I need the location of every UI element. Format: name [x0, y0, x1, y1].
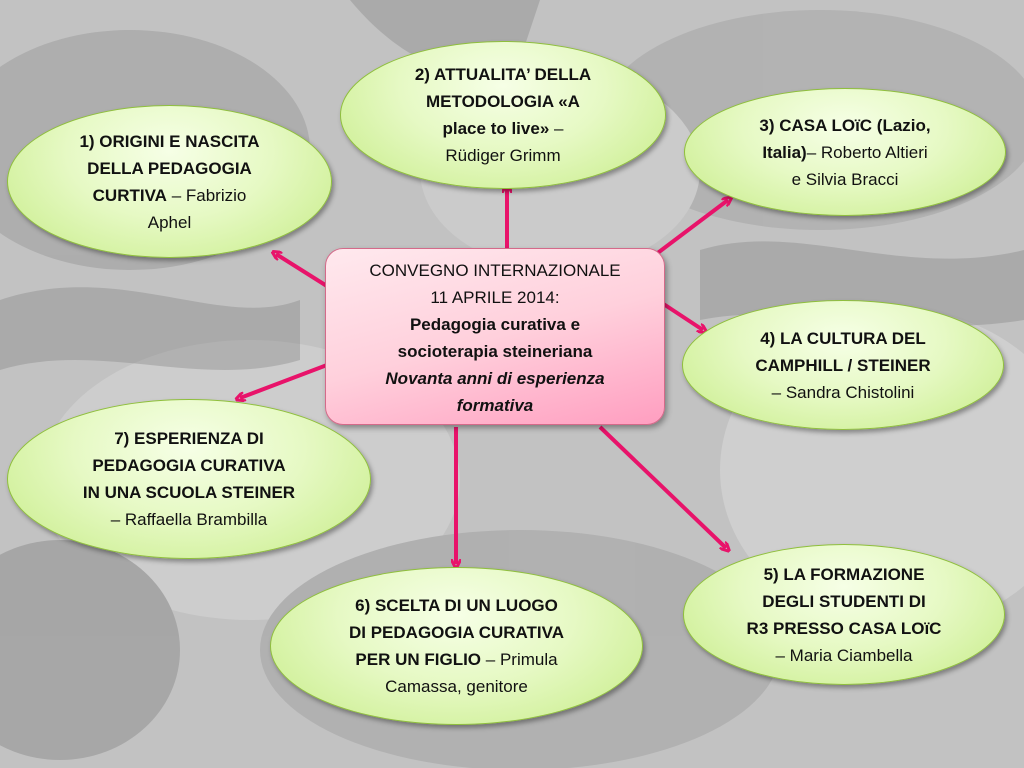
node-4-rest-1: – Sandra Chistolini — [771, 382, 915, 402]
arrow-to-node-7 — [240, 363, 328, 398]
center-line-6: formativa — [456, 396, 534, 415]
node-2-bold-2: METODOLOGIA «A — [426, 92, 580, 111]
node-1-rest-2: Aphel — [147, 212, 192, 232]
node-1-ellipse: 1) ORIGINI E NASCITA DELLA PEDAGOGIA CUR… — [7, 105, 332, 258]
node-7-bold-2: PEDAGOGIA CURATIVA — [92, 456, 286, 475]
node-6-bold-2: DI PEDAGOGIA CURATIVA — [348, 623, 565, 642]
node-6-rest-2: Camassa, genitore — [385, 677, 528, 696]
node-1-text: 1) ORIGINI E NASCITA DELLA PEDAGOGIA CUR… — [79, 128, 259, 236]
node-5-rest-1: – Maria Ciambella — [775, 645, 913, 665]
node-7-bold-3: IN UNA SCUOLA STEINER — [82, 483, 296, 502]
node-6-bold-3: PER UN FIGLIO — [355, 650, 482, 669]
node-1-bold-2: DELLA PEDAGOGIA — [87, 158, 252, 178]
node-3-ellipse: 3) CASA LOïC (Lazio, Italia)– Roberto Al… — [684, 88, 1006, 216]
node-2-bold-3: place to live» — [442, 119, 550, 138]
node-5-text: 5) LA FORMAZIONE DEGLI STUDENTI DI R3 PR… — [747, 561, 942, 669]
arrow-to-node-1 — [276, 254, 332, 290]
node-4-bold-2: CAMPHILL / STEINER — [755, 355, 931, 375]
node-3-rest-1: – Roberto Altieri — [806, 142, 928, 162]
node-2-ellipse: 2) ATTUALITA’ DELLA METODOLOGIA «A place… — [340, 41, 666, 189]
node-1-bold-1: 1) ORIGINI E NASCITA — [79, 131, 260, 151]
node-3-bold-2: Italia) — [762, 142, 807, 162]
node-5-ellipse: 5) LA FORMAZIONE DEGLI STUDENTI DI R3 PR… — [683, 544, 1005, 685]
node-5-bold-2: DEGLI STUDENTI DI — [762, 591, 926, 611]
node-5-bold-1: 5) LA FORMAZIONE — [763, 564, 925, 584]
node-2-rest-1: – — [554, 119, 564, 138]
node-3-rest-2: e Silvia Bracci — [791, 169, 899, 189]
arrow-to-node-5 — [598, 425, 726, 548]
node-7-rest-1: – Raffaella Brambilla — [110, 510, 268, 529]
node-2-rest-2: Rüdiger Grimm — [445, 146, 561, 165]
node-7-ellipse: 7) ESPERIENZA DI PEDAGOGIA CURATIVA IN U… — [7, 399, 371, 559]
node-6-bold-1: 6) SCELTA DI UN LUOGO — [355, 596, 558, 615]
node-4-text: 4) LA CULTURA DEL CAMPHILL / STEINER – S… — [755, 325, 930, 406]
node-5-bold-3: R3 PRESSO CASA LOïC — [746, 618, 942, 638]
arrow-to-node-3 — [653, 200, 728, 257]
node-1-rest-1: – Fabrizio — [171, 185, 247, 205]
node-6-ellipse: 6) SCELTA DI UN LUOGO DI PEDAGOGIA CURAT… — [270, 567, 643, 725]
arrow-to-node-4 — [660, 301, 703, 330]
node-2-bold-1: 2) ATTUALITA’ DELLA — [414, 65, 592, 84]
node-1-bold-3: CURTIVA — [92, 185, 167, 205]
node-6-rest-1: – Primula — [485, 650, 558, 669]
center-line-5: Novanta anni di esperienza — [385, 369, 605, 388]
node-6-text: 6) SCELTA DI UN LUOGO DI PEDAGOGIA CURAT… — [349, 592, 564, 700]
center-box-convegno: CONVEGNO INTERNAZIONALE 11 APRILE 2014: … — [325, 248, 665, 425]
center-line-2: 11 APRILE 2014: — [430, 288, 560, 307]
node-3-text: 3) CASA LOïC (Lazio, Italia)– Roberto Al… — [759, 112, 930, 193]
node-4-ellipse: 4) LA CULTURA DEL CAMPHILL / STEINER – S… — [682, 300, 1004, 430]
center-line-1: CONVEGNO INTERNAZIONALE — [369, 261, 621, 280]
node-4-bold-1: 4) LA CULTURA DEL — [760, 328, 926, 348]
center-line-4: socioterapia steineriana — [397, 342, 593, 361]
node-2-text: 2) ATTUALITA’ DELLA METODOLOGIA «A place… — [415, 61, 591, 169]
node-3-bold-1: 3) CASA LOïC (Lazio, — [759, 115, 931, 135]
center-line-3: Pedagogia curativa e — [409, 315, 581, 334]
node-7-text: 7) ESPERIENZA DI PEDAGOGIA CURATIVA IN U… — [83, 425, 295, 533]
node-7-bold-1: 7) ESPERIENZA DI — [114, 429, 264, 448]
